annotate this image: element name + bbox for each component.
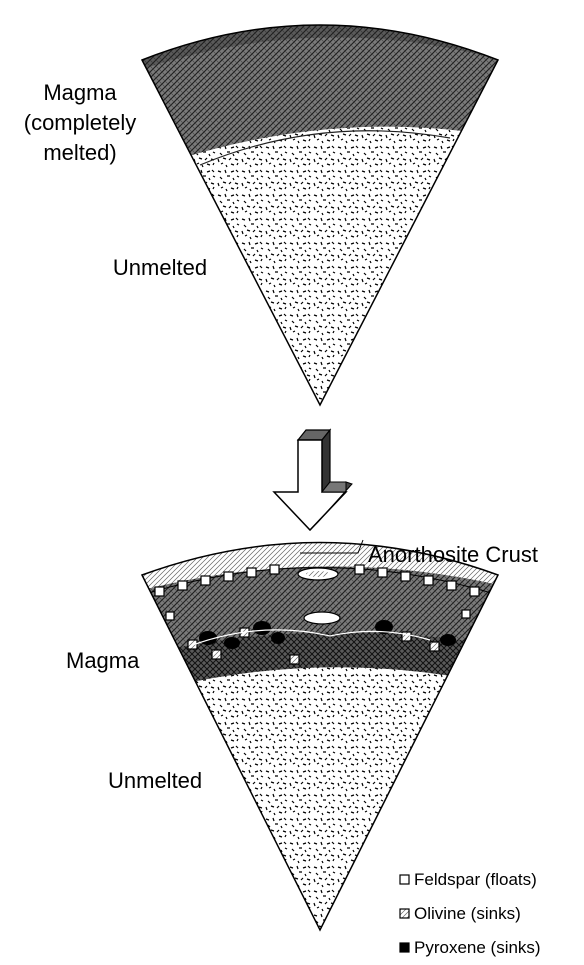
crust-lens-fill <box>306 571 330 577</box>
top-magma-label-line3: melted) <box>43 140 116 165</box>
top-magma-label-line1: Magma <box>43 80 117 105</box>
legend: Feldspar (floats) Olivine (sinks) Pyroxe… <box>400 870 541 957</box>
legend-olivine: Olivine (sinks) <box>414 904 521 923</box>
legend-pyroxene: Pyroxene (sinks) <box>414 938 541 957</box>
top-unmelted-label: Unmelted <box>113 255 207 280</box>
anorthosite-crust-label: Anorthosite Crust <box>368 542 538 567</box>
legend-feldspar: Feldspar (floats) <box>414 870 537 889</box>
feldspar-legend-swatch <box>400 875 409 884</box>
pyroxene-legend-swatch <box>400 943 409 952</box>
top-wedge <box>120 0 520 420</box>
bottom-magma-label: Magma <box>66 648 140 673</box>
top-magma-label-line2: (completely <box>24 110 136 135</box>
olivine-legend-swatch <box>400 909 409 918</box>
bottom-unmelted-label: Unmelted <box>108 768 202 793</box>
down-arrow-icon <box>274 430 352 530</box>
magma-lens <box>304 612 340 624</box>
